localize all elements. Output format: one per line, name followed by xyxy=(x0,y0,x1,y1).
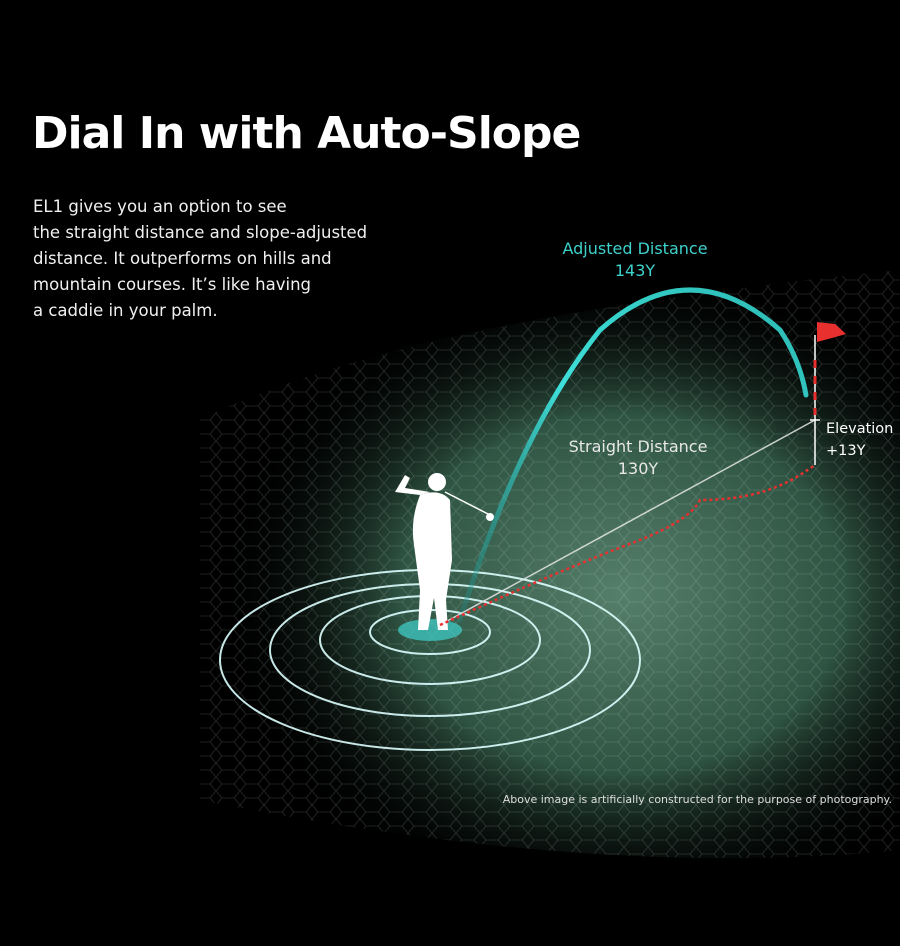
straight-distance-label: Straight Distance 130Y xyxy=(548,436,728,480)
adjusted-distance-label: Adjusted Distance 143Y xyxy=(540,238,730,282)
adjusted-distance-arc xyxy=(457,287,809,623)
adjusted-distance-title: Adjusted Distance xyxy=(562,239,708,258)
elevation-dotted-line xyxy=(439,463,816,627)
adjusted-distance-value: 143Y xyxy=(614,261,656,280)
description-line: a caddie in your palm. xyxy=(33,301,218,320)
straight-distance-line xyxy=(439,419,816,626)
disclaimer: Above image is artificially constructed … xyxy=(502,793,892,806)
straight-distance-value: 130Y xyxy=(617,459,659,478)
description-line: mountain courses. It’s like having xyxy=(33,275,311,294)
page-title: Dial In with Auto-Slope xyxy=(32,108,581,159)
description-line: EL1 gives you an option to see xyxy=(33,197,287,216)
elevation-title: Elevation xyxy=(826,421,894,437)
elevation-value: +13Y xyxy=(826,443,866,459)
description-line: distance. It outperforms on hills and xyxy=(33,249,332,268)
description-line: the straight distance and slope-adjusted xyxy=(33,223,368,242)
straight-distance-title: Straight Distance xyxy=(568,437,708,456)
flag-icon xyxy=(817,322,846,342)
elevation-label: Elevation +13Y xyxy=(826,418,893,462)
golfer-silhouette xyxy=(395,473,452,630)
description: EL1 gives you an option to see the strai… xyxy=(33,194,367,324)
